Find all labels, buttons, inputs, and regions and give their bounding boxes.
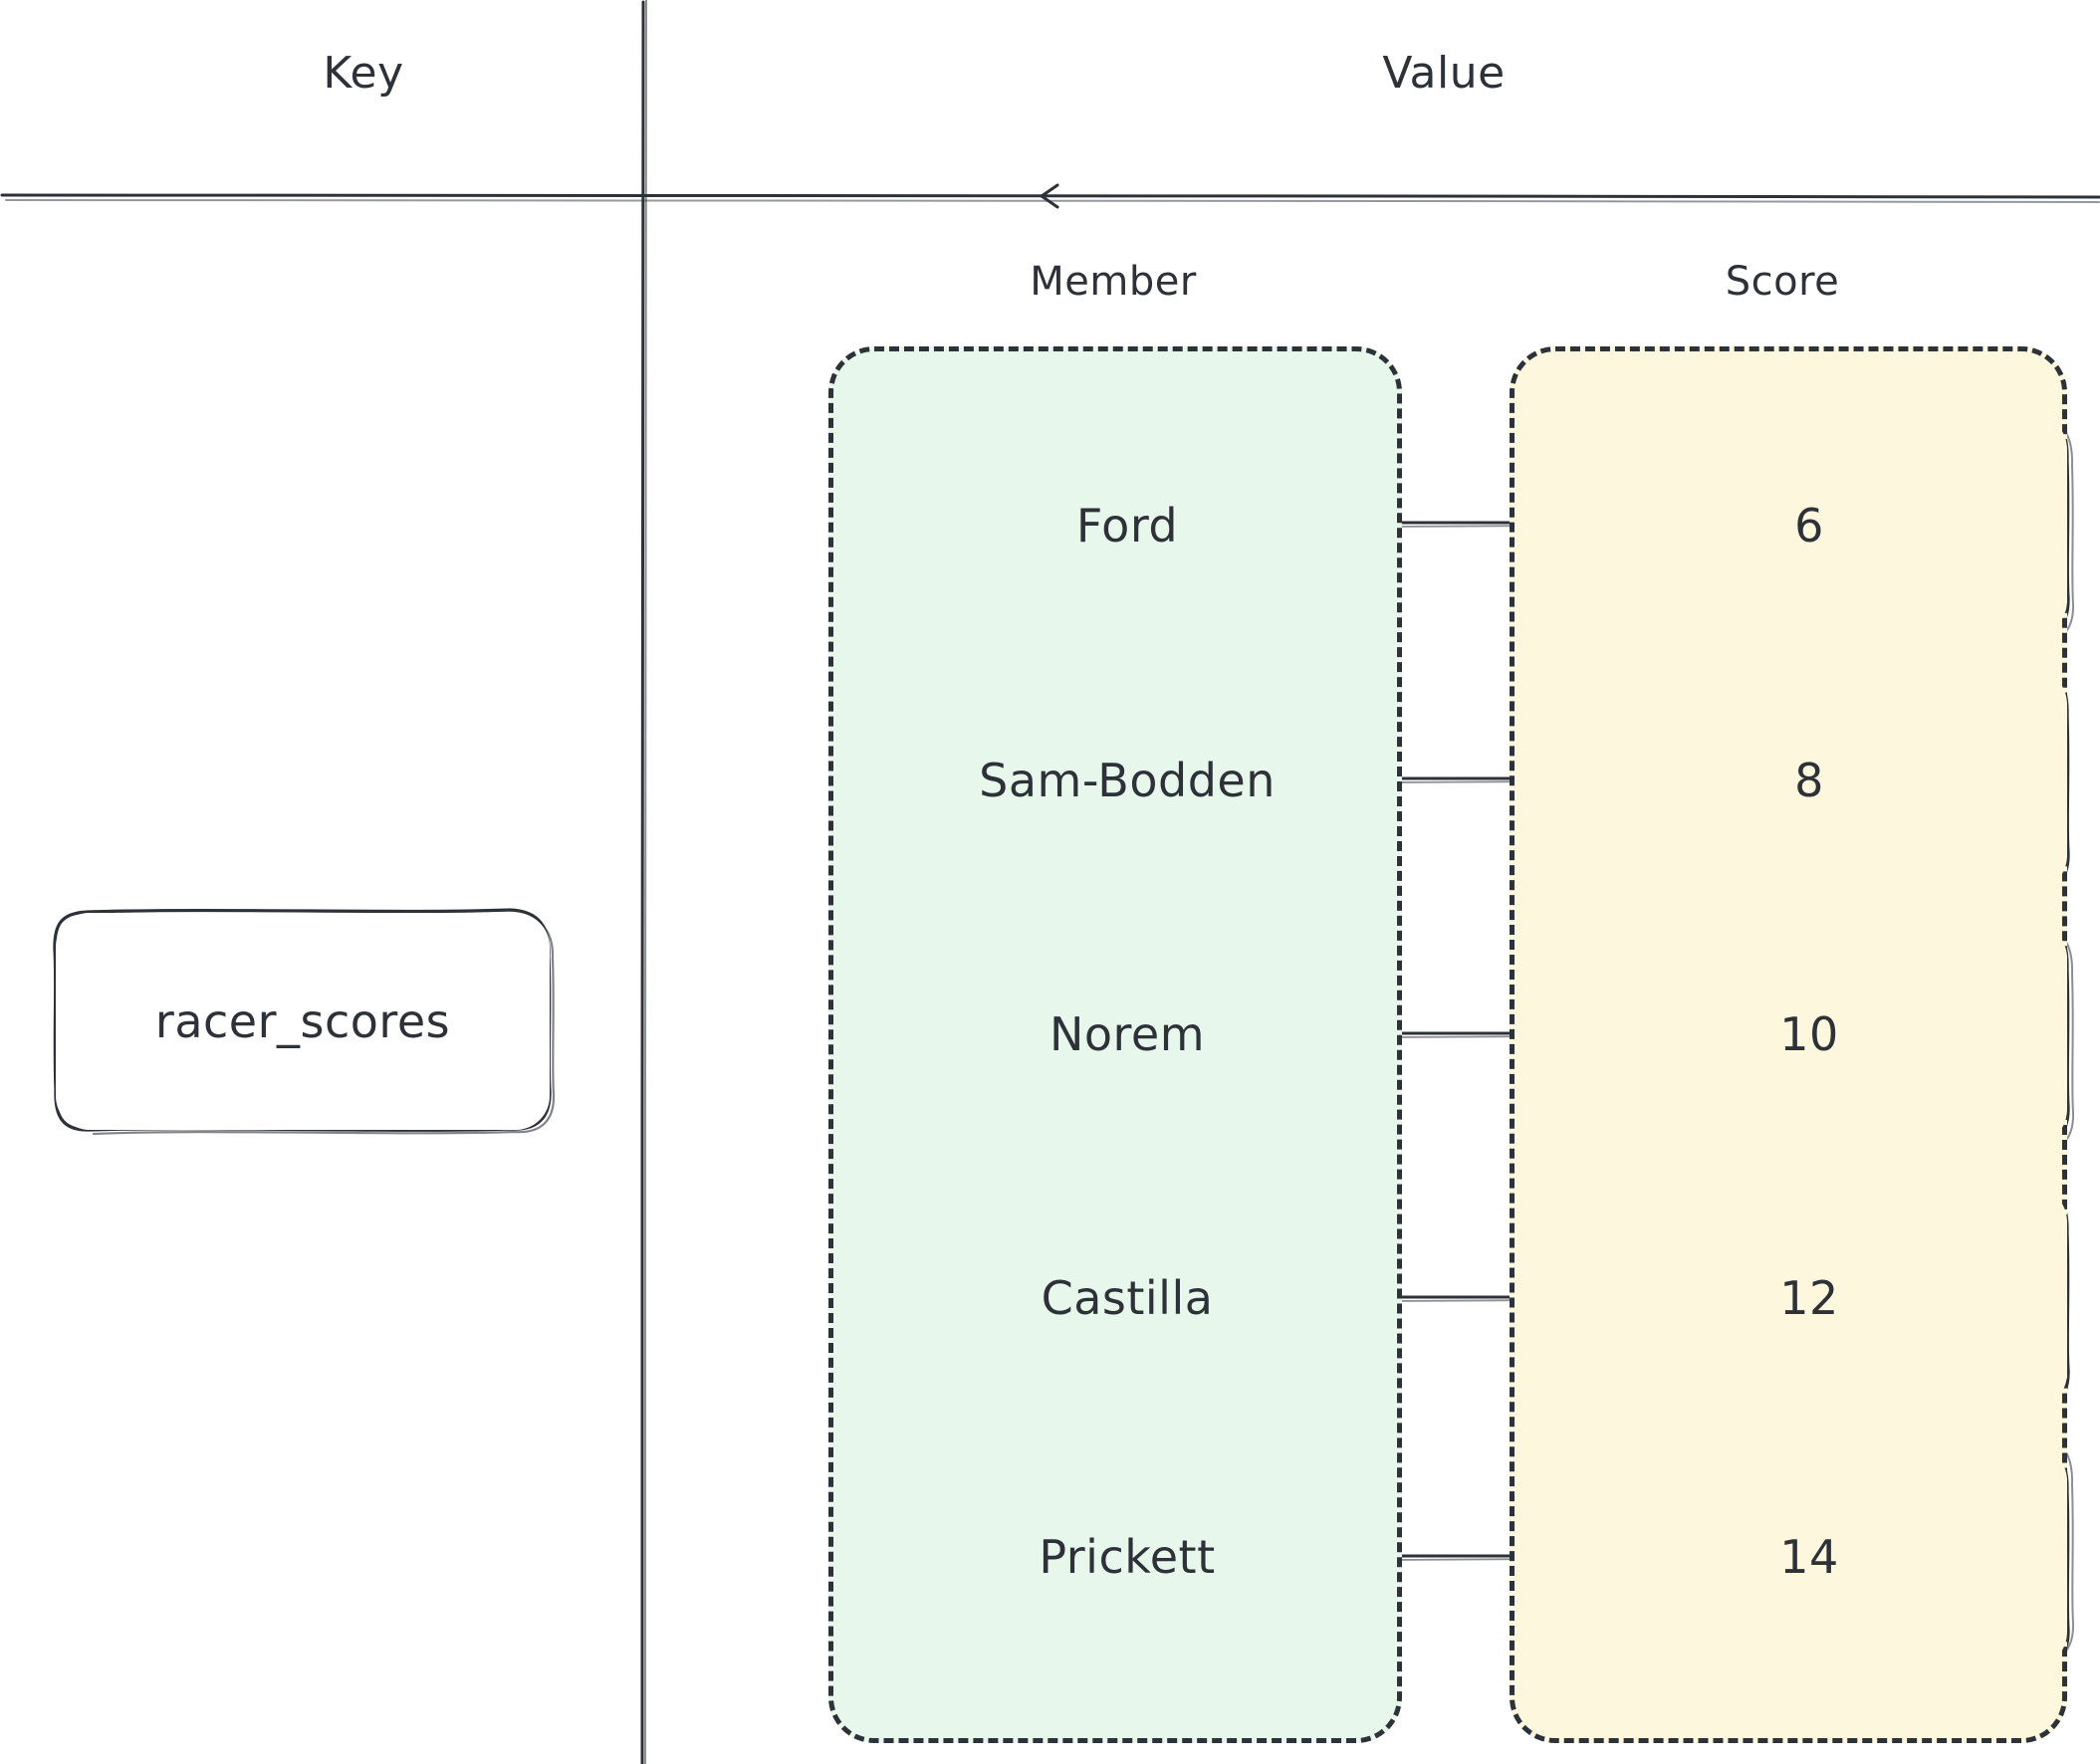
column-header-value: Value <box>1382 48 1506 99</box>
member-label-1: Sam-Bodden <box>979 753 1276 807</box>
member-box-4[interactable]: Prickett <box>869 1443 1385 1669</box>
score-label-3: 12 <box>1779 1270 1839 1325</box>
score-box-0[interactable]: 6 <box>1551 412 2067 638</box>
member-label-0: Ford <box>1075 498 1179 552</box>
score-label-2: 10 <box>1779 1006 1839 1061</box>
sub-header-member: Member <box>1030 259 1197 305</box>
member-label-2: Norem <box>1049 1006 1206 1061</box>
score-label-4: 14 <box>1779 1529 1839 1584</box>
key-box-racer-scores[interactable]: racer_scores <box>56 913 550 1130</box>
score-box-1[interactable]: 8 <box>1551 667 2067 893</box>
score-box-2[interactable]: 10 <box>1551 921 2067 1147</box>
score-label-1: 8 <box>1794 753 1824 807</box>
score-label-0: 6 <box>1794 498 1824 552</box>
member-label-3: Castilla <box>1041 1270 1214 1325</box>
column-header-key: Key <box>323 48 404 99</box>
member-box-2[interactable]: Norem <box>869 921 1385 1147</box>
member-box-0[interactable]: Ford <box>869 412 1385 638</box>
score-box-4[interactable]: 14 <box>1551 1443 2067 1669</box>
sub-header-score: Score <box>1725 259 1840 305</box>
member-label-4: Prickett <box>1039 1529 1216 1584</box>
score-box-3[interactable]: 12 <box>1551 1185 2067 1411</box>
member-box-3[interactable]: Castilla <box>869 1185 1385 1411</box>
key-box-label: racer_scores <box>154 994 451 1048</box>
member-box-1[interactable]: Sam-Bodden <box>869 667 1385 893</box>
